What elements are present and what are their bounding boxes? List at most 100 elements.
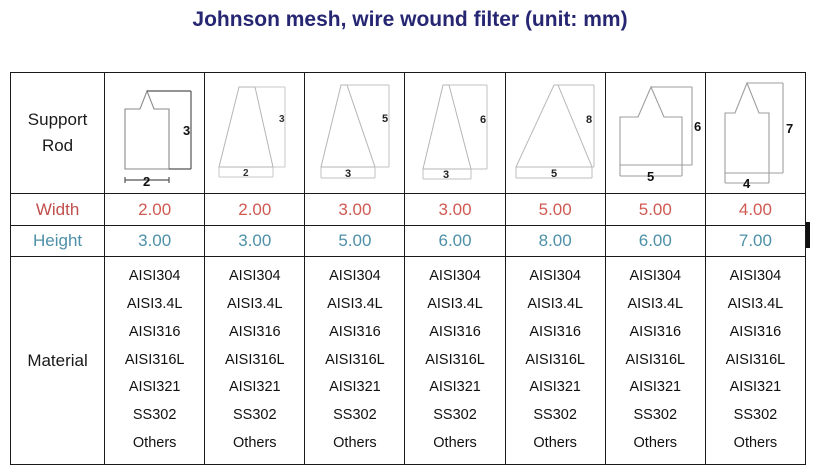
material-item: SS302: [633, 407, 678, 424]
material-item: SS302: [533, 407, 577, 424]
material-list-1: AISI304 AISI3.4L AISI316 AISI316L AISI32…: [105, 259, 204, 463]
material-item: AISI316: [229, 323, 281, 340]
material-item: AISI316L: [725, 351, 786, 368]
material-item: AISI316L: [625, 351, 686, 368]
material-item: AISI316L: [124, 351, 185, 368]
dimension-height-4: 6: [480, 114, 486, 126]
dimension-width-7: 4: [743, 176, 751, 191]
dimension-height-6: 6: [694, 119, 701, 134]
width-value-5: 5.00: [504, 193, 606, 226]
shape-drawing-trapezoid-2: 3 2: [218, 86, 286, 179]
material-item: SS302: [733, 407, 778, 424]
specification-table: Support Rod 3 2: [9, 72, 807, 465]
material-item: Others: [333, 435, 377, 452]
material-item: AISI3.4L: [126, 295, 183, 312]
width-value-6: 5.00: [604, 193, 706, 226]
material-list-4: AISI304 AISI3.4L AISI316 AISI316L AISI32…: [405, 259, 504, 463]
material-item: SS302: [333, 407, 377, 424]
dimension-height-7: 7: [786, 121, 793, 136]
material-item: Others: [533, 435, 577, 452]
material-item: AISI3.4L: [727, 295, 784, 312]
height-value-5: 8.00: [504, 225, 606, 257]
table-row-material: Material AISI304 AISI3.4L AISI316 AISI31…: [9, 256, 807, 465]
material-item: AISI316L: [325, 351, 385, 368]
row-label-width: Width: [9, 193, 106, 226]
shape-cell-4: 6 3: [404, 72, 506, 194]
width-value-2: 2.00: [204, 193, 306, 226]
support-rod-label-line2: Rod: [41, 136, 74, 155]
height-value-4: 6.00: [404, 225, 506, 257]
material-item: AISI3.4L: [527, 295, 583, 312]
material-cell-4: AISI304 AISI3.4L AISI316 AISI316L AISI32…: [404, 256, 506, 465]
shape-cell-6: 6 5: [604, 72, 706, 194]
material-item: AISI3.4L: [327, 295, 383, 312]
shape-cell-5: 8 5: [504, 72, 606, 194]
material-list-7: AISI304 AISI3.4L AISI316 AISI316L AISI32…: [706, 259, 805, 463]
material-item: AISI321: [128, 379, 181, 396]
material-item: Others: [132, 435, 177, 452]
material-item: Others: [733, 435, 778, 452]
material-item: SS302: [132, 407, 177, 424]
width-value-1: 2.00: [104, 193, 206, 226]
table-row-height: Height 3.00 3.00 5.00 6.00 8.00 6.00 7.0…: [9, 225, 807, 257]
dimension-width-1: 2: [143, 174, 150, 189]
material-item: AISI321: [329, 379, 381, 396]
material-cell-7: AISI304 AISI3.4L AISI316 AISI316L AISI32…: [704, 256, 807, 465]
shape-cell-3: 5 3: [304, 72, 406, 194]
shape-drawing-notched-rectangle-1: 3 2: [124, 89, 192, 189]
row-label-support-rod: Support Rod: [9, 72, 106, 194]
material-list-5: AISI304 AISI3.4L AISI316 AISI316L AISI32…: [506, 259, 605, 463]
material-item: AISI316: [729, 323, 782, 340]
width-value-3: 3.00: [304, 193, 406, 226]
dimension-height-3: 5: [382, 113, 388, 125]
scan-artifact-bar: [806, 222, 810, 248]
height-value-3: 5.00: [304, 225, 406, 257]
material-list-6: AISI304 AISI3.4L AISI316 AISI316L AISI32…: [606, 259, 705, 463]
material-cell-1: AISI304 AISI3.4L AISI316 AISI316L AISI32…: [104, 256, 206, 465]
width-value-7: 4.00: [704, 193, 807, 226]
dimension-width-6: 5: [647, 169, 654, 184]
material-cell-5: AISI304 AISI3.4L AISI316 AISI316L AISI32…: [504, 256, 606, 465]
material-item: AISI321: [729, 379, 782, 396]
material-item: AISI316: [329, 323, 381, 340]
material-item: AISI321: [229, 379, 281, 396]
material-cell-6: AISI304 AISI3.4L AISI316 AISI316L AISI32…: [604, 256, 706, 465]
shape-cell-1: 3 2: [104, 72, 206, 194]
table-row-width: Width 2.00 2.00 3.00 3.00 5.00 5.00 4.00: [9, 193, 807, 226]
shape-cell-7: 7 4: [704, 72, 807, 194]
height-value-7: 7.00: [704, 225, 807, 257]
material-item: AISI321: [529, 379, 581, 396]
material-item: Others: [433, 435, 477, 452]
row-label-material: Material: [9, 256, 106, 465]
material-item: AISI3.4L: [226, 295, 283, 312]
material-item: AISI304: [329, 267, 381, 284]
material-item: AISI316: [429, 323, 481, 340]
material-item: SS302: [233, 407, 277, 424]
shape-drawing-trapezoid-3: 5 3: [320, 84, 390, 180]
material-item: AISI316: [529, 323, 581, 340]
material-cell-2: AISI304 AISI3.4L AISI316 AISI316L AISI32…: [204, 256, 306, 465]
shape-drawing-peaked-rectangle-7: 7 4: [724, 81, 794, 191]
height-value-6: 6.00: [604, 225, 706, 257]
material-item: AISI316: [629, 323, 682, 340]
height-value-2: 3.00: [204, 225, 306, 257]
dimension-width-2: 2: [243, 168, 249, 179]
shape-drawing-peaked-rectangle-6: 6 5: [619, 85, 701, 184]
page-title: Johnson mesh, wire wound filter (unit: m…: [192, 8, 628, 31]
height-value-1: 3.00: [104, 225, 206, 257]
dimension-height-1: 3: [183, 123, 190, 138]
material-item: AISI304: [229, 267, 281, 284]
material-cell-3: AISI304 AISI3.4L AISI316 AISI316L AISI32…: [304, 256, 406, 465]
material-item: AISI321: [429, 379, 481, 396]
material-item: AISI316L: [425, 351, 485, 368]
support-rod-label-line1: Support: [27, 109, 88, 129]
material-item: AISI304: [529, 267, 581, 284]
material-list-3: AISI304 AISI3.4L AISI316 AISI316L AISI32…: [305, 259, 404, 463]
dimension-height-5: 8: [586, 114, 592, 126]
material-item: AISI316: [128, 323, 181, 340]
material-item: AISI304: [629, 267, 682, 284]
shape-drawing-trapezoid-4: 6 3: [422, 84, 488, 181]
dimension-width-3: 3: [345, 168, 351, 180]
shape-cell-2: 3 2: [204, 72, 306, 194]
material-item: AISI321: [629, 379, 682, 396]
